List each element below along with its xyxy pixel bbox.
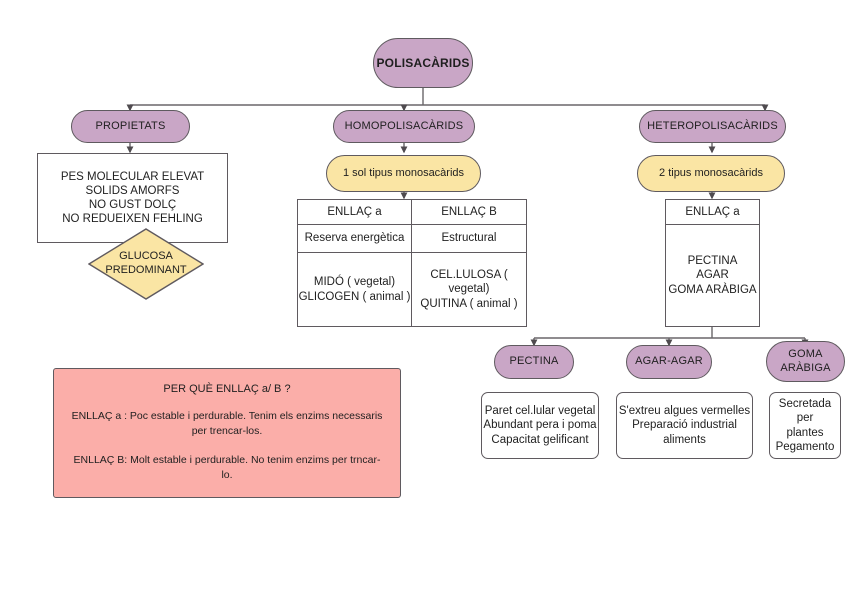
node-agar-agar[interactable]: AGAR-AGAR (626, 345, 712, 379)
node-polisacarids-label: POLISACÀRIDS (376, 55, 470, 70)
node-goma-arabiga-label: GOMA ARÀBIGA (780, 348, 831, 374)
node-propietats[interactable]: PROPIETATS (71, 110, 190, 143)
node-goma-arabiga[interactable]: GOMA ARÀBIGA (766, 341, 845, 382)
note-line-enllac-b: ENLLAÇ B: Molt estable i perdurable. No … (73, 454, 381, 482)
hetero-monosaccharide-note-label: 2 tipus monosacàrids (659, 166, 763, 179)
homo-table-cell-mido-glicogen: MIDÓ ( vegetal) GLICOGEN ( animal ) (298, 253, 412, 326)
homo-table-cell-reserva: Reserva energètica (298, 225, 412, 253)
hetero-table: ENLLAÇ a PECTINA AGAR GOMA ARÀBIGA (665, 199, 760, 327)
note-title: PER QUÈ ENLLAÇ a/ B ? (163, 382, 291, 395)
properties-box-text: PES MOLECULAR ELEVAT SOLIDS AMORFS NO GU… (60, 170, 205, 226)
node-heteropolisacarids-label: HETEROPOLISACÀRIDS (647, 119, 778, 132)
agar-agar-description-text: S'extreu algues vermelles Preparació ind… (618, 405, 751, 446)
homo-table-header-enllac-b: ENLLAÇ B (412, 200, 526, 225)
pectina-description-box: Paret cel.lular vegetal Abundant pera i … (481, 392, 599, 459)
goma-arabiga-description-box: Secretada per plantes Pegamento (769, 392, 841, 459)
properties-box: PES MOLECULAR ELEVAT SOLIDS AMORFS NO GU… (37, 153, 228, 243)
homo-table-row-examples: MIDÓ ( vegetal) GLICOGEN ( animal ) CEL.… (298, 253, 526, 326)
glucosa-predominant-label: GLUCOSA PREDOMINANT (105, 250, 187, 276)
pectina-description-text: Paret cel.lular vegetal Abundant pera i … (483, 405, 597, 446)
homo-table-row-function: Reserva energètica Estructural (298, 225, 526, 253)
note-line-enllac-a: ENLLAÇ a : Poc estable i perdurable. Ten… (71, 409, 383, 437)
node-pectina[interactable]: PECTINA (494, 345, 574, 379)
node-polisacarids[interactable]: POLISACÀRIDS (373, 38, 473, 88)
homo-table-cell-estructural: Estructural (412, 225, 526, 253)
hetero-table-header-row: ENLLAÇ a (666, 200, 759, 225)
homo-monosaccharide-note-label: 1 sol tipus monosacàrids (342, 166, 465, 179)
homo-table-header-enllac-a: ENLLAÇ a (298, 200, 412, 225)
hetero-monosaccharide-note[interactable]: 2 tipus monosacàrids (637, 155, 785, 192)
homo-monosaccharide-note[interactable]: 1 sol tipus monosacàrids (326, 155, 481, 192)
enllac-explanation-note: PER QUÈ ENLLAÇ a/ B ? ENLLAÇ a : Poc est… (53, 368, 401, 498)
diamond-shape-icon (88, 228, 204, 300)
node-homopolisacarids[interactable]: HOMOPOLISACÀRIDS (333, 110, 475, 143)
node-homopolisacarids-label: HOMOPOLISACÀRIDS (344, 119, 464, 132)
node-pectina-label: PECTINA (509, 355, 559, 368)
hetero-table-body-row: PECTINA AGAR GOMA ARÀBIGA (666, 225, 759, 326)
glucosa-predominant-diamond: GLUCOSA PREDOMINANT (88, 228, 204, 300)
hetero-table-cell-list: PECTINA AGAR GOMA ARÀBIGA (668, 254, 757, 296)
hetero-table-header-enllac-a: ENLLAÇ a (666, 200, 759, 225)
homo-table-header-row: ENLLAÇ a ENLLAÇ B (298, 200, 526, 225)
goma-arabiga-description-text: Secretada per plantes Pegamento (775, 398, 835, 453)
node-heteropolisacarids[interactable]: HETEROPOLISACÀRIDS (639, 110, 786, 143)
node-propietats-label: PROPIETATS (95, 119, 166, 132)
node-agar-agar-label: AGAR-AGAR (635, 355, 703, 368)
homo-table: ENLLAÇ a ENLLAÇ B Reserva energètica Est… (297, 199, 527, 327)
agar-agar-description-box: S'extreu algues vermelles Preparació ind… (616, 392, 753, 459)
homo-table-cell-cellulosa-quitina: CEL.LULOSA ( vegetal) QUITINA ( animal ) (420, 268, 518, 310)
